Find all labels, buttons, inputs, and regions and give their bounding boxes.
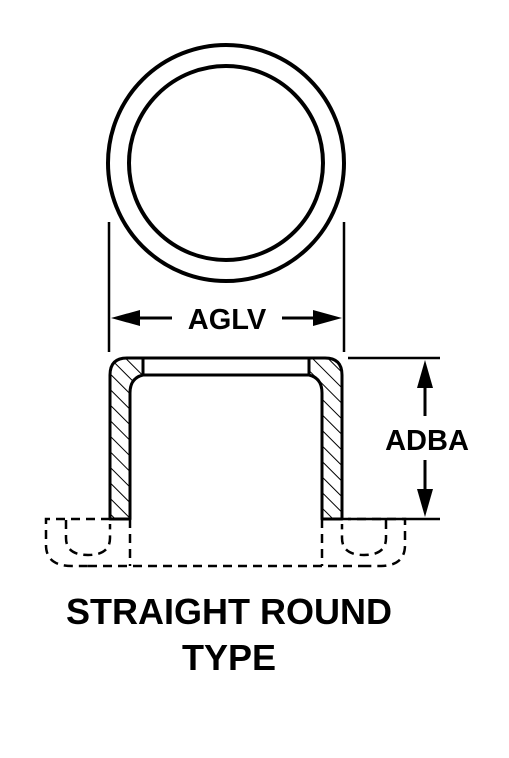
side-section-view: [108, 356, 344, 521]
inner-ring: [127, 64, 325, 262]
phantom-mounting: [44, 517, 407, 568]
phantom-right-outer: [342, 517, 407, 568]
phantom-left-inner: [64, 520, 112, 557]
caption-line-1: STRAIGHT ROUND: [66, 591, 392, 632]
caption-line-2: TYPE: [182, 637, 276, 678]
arrowhead-up: [417, 360, 433, 388]
phantom-left-outer: [44, 517, 110, 568]
left-wall-section: [108, 356, 145, 521]
height-dimension: ADBA: [348, 356, 469, 521]
right-wall-section: [307, 356, 344, 521]
caption: STRAIGHT ROUND TYPE: [66, 591, 392, 678]
arrowhead-left: [111, 310, 140, 326]
arrowhead-right: [313, 310, 342, 326]
width-dimension: AGLV: [107, 222, 346, 352]
height-label: ADBA: [385, 425, 469, 457]
arrowhead-down: [417, 489, 433, 517]
outer-ring: [106, 43, 346, 283]
width-label: AGLV: [188, 304, 267, 336]
top-view: [106, 43, 346, 283]
phantom-right-inner: [340, 520, 388, 557]
